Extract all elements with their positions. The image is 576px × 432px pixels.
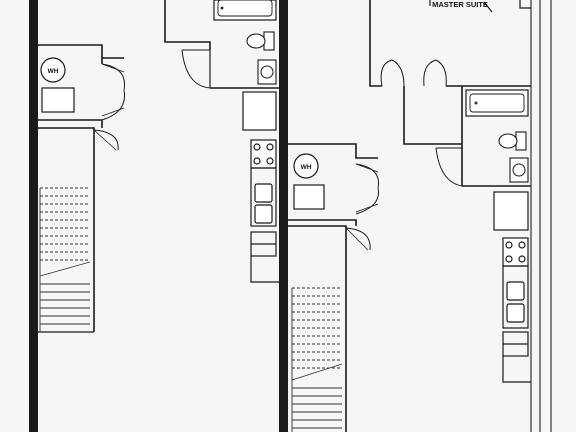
refrigerator-right [493,191,529,231]
master-door-left [380,59,405,87]
water-heater-left [40,57,66,83]
stairs-left [39,187,91,332]
right-kitchen [493,191,531,383]
party-wall-left [29,0,38,432]
closet-wall-top [38,44,124,59]
label-water-heater-left: WH [48,68,59,75]
left-unit [38,44,126,333]
master-bath-door [435,147,463,187]
label-master-suite: MASTER SUITE [432,0,488,9]
closet-doors [101,63,126,121]
left-kitchen [242,91,279,283]
refrigerator-left [242,91,277,131]
wall-stubs [429,0,531,13]
label-water-heater-right: WH [301,164,312,171]
kitchen-sink-right-1 [506,281,525,301]
water-heater-right [293,153,319,179]
stair-break-line [39,261,91,277]
kitchen-sink-right-2 [506,303,525,323]
party-wall-center [279,0,288,432]
exterior-wall-right [530,0,552,432]
stair-break-line-r [291,363,343,381]
right-unit [288,143,380,432]
bath-door-left [181,49,211,89]
closet-doors-r [355,163,380,215]
kitchen-sink-left-1 [254,183,273,203]
master-wall-left [369,0,382,87]
stairs-right [291,287,343,432]
counter-left [250,167,277,227]
furnace-right [293,184,325,210]
furnace-left [41,87,75,113]
master-suite [369,0,531,187]
left-bath [164,0,279,89]
stair-door-swing [93,129,119,151]
master-door-right [423,59,447,87]
kitchen-sink-left-2 [254,204,273,224]
counter-right [502,265,529,329]
closet-wall-bottom-r [288,219,357,226]
stair-door-swing-r [345,227,371,251]
party-walls [29,0,288,432]
stair-wall-r [288,225,347,432]
bath-wall-left [164,0,211,50]
master-closet-wall [403,86,462,145]
stair-wall [38,127,95,332]
closet-wall-top-r [288,143,378,159]
